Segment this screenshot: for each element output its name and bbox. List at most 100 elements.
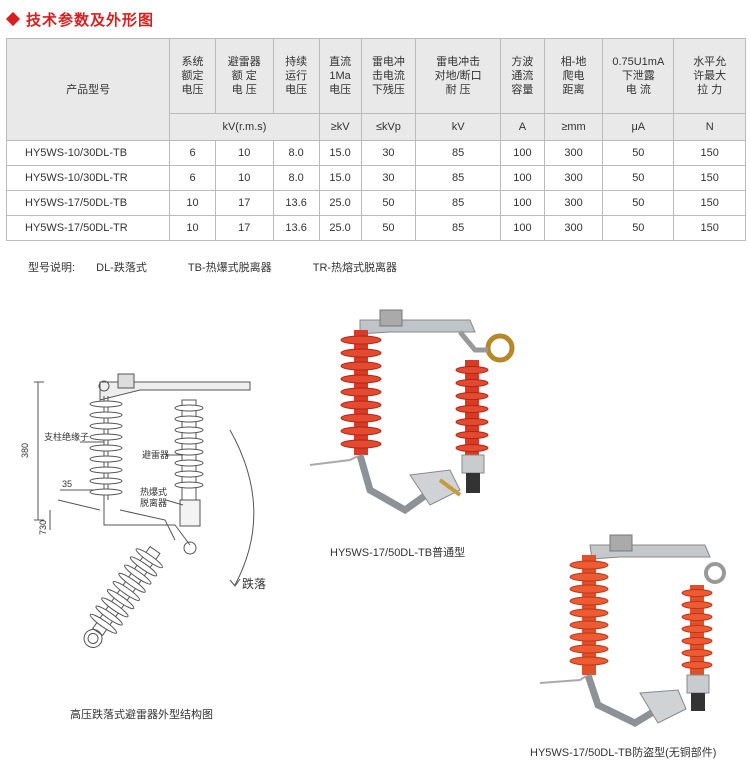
insulator-shed <box>95 605 123 626</box>
insulator-shed <box>681 601 713 609</box>
value-cell: 85 <box>415 165 501 191</box>
model-cell: HY5WS-10/30DL-TB <box>5 140 171 166</box>
unit-cell: μA <box>602 113 675 141</box>
header-cell: 避雷器额 定电 压 <box>214 38 274 114</box>
value-cell: 85 <box>415 140 501 166</box>
unit-cell: ≤kVp <box>360 113 417 141</box>
insulator-shed <box>569 632 609 642</box>
insulator-shed <box>455 444 489 452</box>
insulator-shed <box>89 488 123 496</box>
value-cell: 100 <box>499 190 545 216</box>
value-cell: 8.0 <box>272 140 320 166</box>
unit-cell: N <box>673 113 746 141</box>
insulator-shed <box>340 335 382 345</box>
value-cell: 150 <box>673 190 746 216</box>
insulator-shed <box>174 448 204 456</box>
header-cell: 方波通流容量 <box>499 38 545 114</box>
value-cell: 50 <box>602 215 675 241</box>
model-notes: 型号说明: DL-跌落式 TB-热爆式脱离器 TR-热熔式脱离器 <box>28 259 435 275</box>
value-cell: 85 <box>415 215 501 241</box>
value-cell: 17 <box>214 215 274 241</box>
value-cell: 15.0 <box>318 140 362 166</box>
value-cell: 100 <box>499 165 545 191</box>
insulator-shed <box>569 596 609 606</box>
value-cell: 50 <box>360 215 417 241</box>
insulator-shed <box>569 608 609 618</box>
value-cell: 10 <box>214 140 274 166</box>
photo-caption-standard: HY5WS-17/50DL-TB普通型 <box>330 547 466 559</box>
insulator-shed <box>174 481 204 489</box>
label-drop: 跌落 <box>242 576 266 591</box>
insulator-shed <box>455 431 489 439</box>
insulator-shed <box>569 620 609 630</box>
model-cell: HY5WS-10/30DL-TR <box>5 165 171 191</box>
note-dl: DL-跌落式 <box>96 262 147 274</box>
insulator-shed <box>340 361 382 371</box>
insulator-shed <box>569 584 609 594</box>
insulator-shed <box>340 400 382 410</box>
insulator-shed <box>681 649 713 657</box>
insulator-shed <box>124 564 152 585</box>
value-cell: 8.0 <box>272 165 320 191</box>
diamond-bullet-icon <box>5 11 21 27</box>
insulator-shed <box>101 597 129 618</box>
header-cell: 系统额定电压 <box>169 38 216 114</box>
insulator-shed <box>174 404 204 412</box>
structure-drawing: 380 35 730 支柱绝缘子 避雷器 热爆式 脱离器 跌落 <box>20 373 266 648</box>
insulator-shed <box>118 572 146 593</box>
drawing-caption: 高压跌落式避雷器外型结构图 <box>70 709 213 721</box>
insulator-shed <box>174 470 204 478</box>
unit-cell: kV(r.m.s) <box>169 113 320 141</box>
insulator-shed <box>340 348 382 358</box>
header-cell: 雷电冲击对地/断口耐 压 <box>415 38 501 114</box>
value-cell: 300 <box>543 165 604 191</box>
insulator-shed <box>340 413 382 423</box>
value-cell: 25.0 <box>318 190 362 216</box>
label-arrester: 避雷器 <box>142 449 169 460</box>
dim-730: 730 <box>38 520 48 535</box>
label-disconnector-1: 热爆式 <box>140 486 167 497</box>
value-cell: 6 <box>169 140 216 166</box>
value-cell: 50 <box>602 190 675 216</box>
value-cell: 300 <box>543 140 604 166</box>
value-cell: 25.0 <box>318 215 362 241</box>
insulator-shed <box>174 459 204 467</box>
value-cell: 150 <box>673 165 746 191</box>
insulator-shed <box>89 455 123 463</box>
insulator-shed <box>89 444 123 452</box>
dim-380: 380 <box>20 443 30 458</box>
value-cell: 30 <box>360 165 417 191</box>
insulator-shed <box>112 580 141 601</box>
insulator-shed <box>174 415 204 423</box>
unit-cell: ≥mm <box>543 113 604 141</box>
insulator-shed <box>89 400 123 408</box>
insulator-shed <box>129 556 158 577</box>
value-cell: 100 <box>499 140 545 166</box>
value-cell: 17 <box>214 190 274 216</box>
insulator-shed <box>569 644 609 654</box>
insulator-shed <box>569 656 609 666</box>
insulator-shed <box>569 572 609 582</box>
label-pillar-insulator: 支柱绝缘子 <box>44 431 89 442</box>
value-cell: 85 <box>415 190 501 216</box>
model-cell: HY5WS-17/50DL-TB <box>5 190 171 216</box>
insulator-shed <box>89 422 123 430</box>
dim-35: 35 <box>62 479 72 489</box>
insulator-shed <box>681 661 713 669</box>
value-cell: 300 <box>543 190 604 216</box>
insulator-shed <box>455 392 489 400</box>
insulator-shed <box>340 387 382 397</box>
header-cell: 相-地爬电距离 <box>543 38 604 114</box>
value-cell: 150 <box>673 140 746 166</box>
product-photo-standard <box>309 309 515 515</box>
note-tr: TR-热熔式脱离器 <box>312 262 398 274</box>
notes-label: 型号说明: <box>28 262 76 274</box>
insulator-shed <box>89 613 118 634</box>
insulator-shed <box>89 411 123 419</box>
